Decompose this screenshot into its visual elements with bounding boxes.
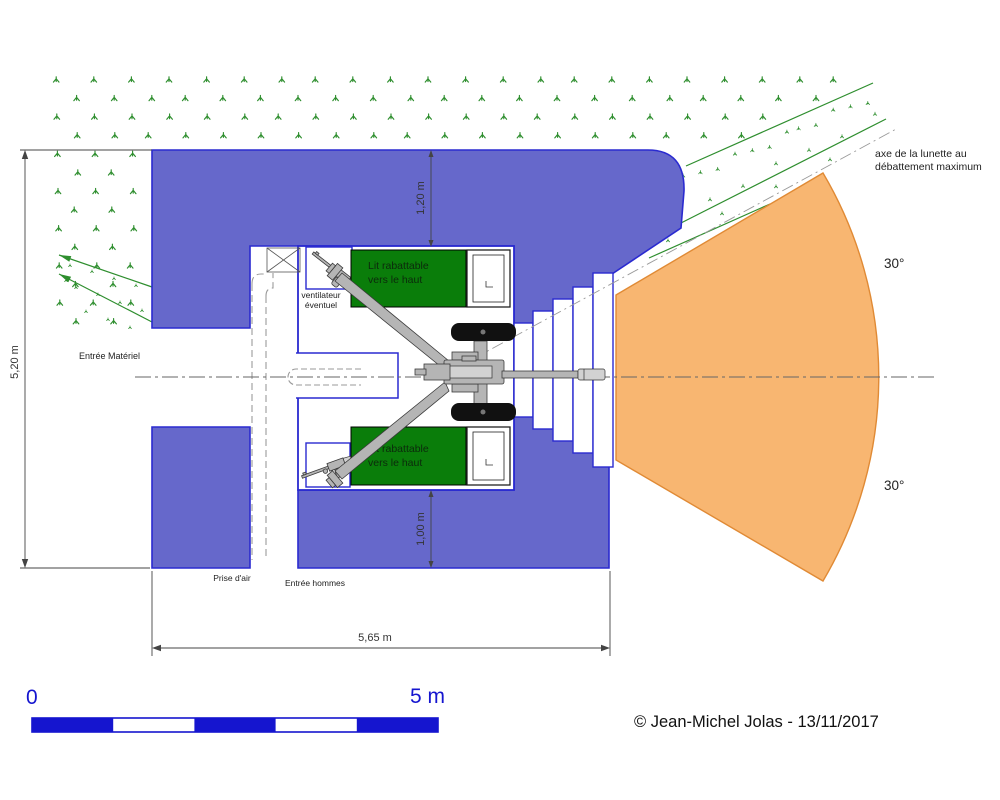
glacis-slope-lines [648, 82, 887, 259]
bed-top-label-line1: Lit rabattable [368, 260, 429, 272]
label-entree-materiel: Entrée Matériel [79, 351, 140, 361]
bed-bottom-label-line1: Lit rabattable [368, 443, 429, 455]
bed-bottom-label-line2: vers le haut [368, 457, 422, 469]
scale-start-label: 0 [26, 686, 38, 709]
bed-top-label-line2: vers le haut [368, 274, 422, 286]
dim-total-height: 5,20 m [9, 345, 21, 379]
dim-wall-bottom: 1,00 m [415, 512, 427, 546]
duct-pier [296, 352, 399, 399]
credit-text: © Jean-Michel Jolas - 13/11/2017 [634, 713, 879, 731]
dim-total-width: 5,65 m [358, 632, 392, 644]
grass-field [52, 76, 878, 330]
label-prise-dair: Prise d'air [213, 573, 251, 583]
label-axe-line2: débattement maximum [875, 161, 982, 173]
table-bottom [466, 426, 511, 486]
scale-bar: 0 5 m [26, 685, 445, 733]
ramp-slope-arrows [58, 254, 153, 323]
ventilator-symbol [266, 247, 301, 273]
dimension-lines: 5,20 m 1,20 m 1,00 m 5,65 m [9, 149, 611, 656]
air-ducts [251, 273, 361, 560]
table-top [466, 249, 511, 308]
anti-tank-gun [325, 262, 606, 489]
label-ventilateur-line1: ventilateur [301, 290, 340, 300]
scale-end-label: 5 m [410, 685, 445, 708]
label-angle-bottom: 30° [884, 478, 904, 493]
label-angle-top: 30° [884, 256, 904, 271]
label-axe-line1: axe de la lunette au [875, 148, 967, 160]
gun-barrel [501, 370, 579, 379]
sight-axis-line [472, 127, 899, 360]
firing-fan-sector [615, 172, 880, 582]
dim-wall-top: 1,20 m [415, 181, 427, 215]
annotations: Entrée Matériel ventilateur éventuel Pri… [79, 148, 982, 588]
label-entree-hommes: Entrée hommes [285, 578, 345, 588]
gun-muzzle-brake [577, 368, 606, 381]
label-ventilateur-line2: éventuel [305, 300, 337, 310]
folding-bed-bottom: Lit rabattable vers le haut [350, 426, 467, 486]
wall-lower-left-block [151, 426, 251, 569]
